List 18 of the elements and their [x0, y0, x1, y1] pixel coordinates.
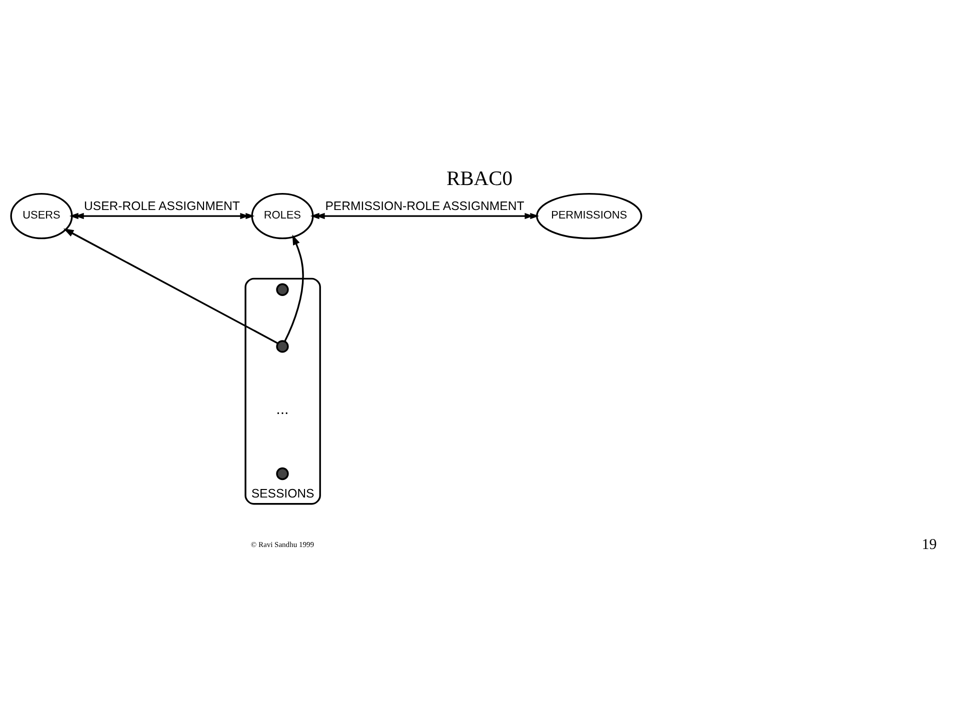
- node-label: SESSIONS: [251, 486, 314, 500]
- arrow: [284, 234, 304, 342]
- diagram-title: RBAC0: [446, 167, 513, 190]
- node-circle: [276, 466, 289, 480]
- arrow: [69, 212, 255, 219]
- node-circle: [276, 340, 289, 352]
- edge-label: USER-ROLE ASSIGNMENT: [84, 198, 240, 213]
- arrow: [63, 228, 278, 344]
- node-circle: [276, 282, 289, 296]
- node-ellipse: ROLES: [251, 192, 314, 239]
- node-ellipse: USERS: [10, 192, 73, 239]
- edge-label: PERMISSION-ROLE ASSIGNMENT: [325, 198, 524, 213]
- label: 19: [922, 536, 937, 552]
- label: ...: [276, 400, 289, 418]
- node-ellipse: PERMISSIONS: [536, 192, 642, 239]
- label: © Ravi Sandhu 1999: [250, 539, 314, 548]
- cluster: [244, 277, 321, 504]
- arrow: [310, 212, 540, 219]
